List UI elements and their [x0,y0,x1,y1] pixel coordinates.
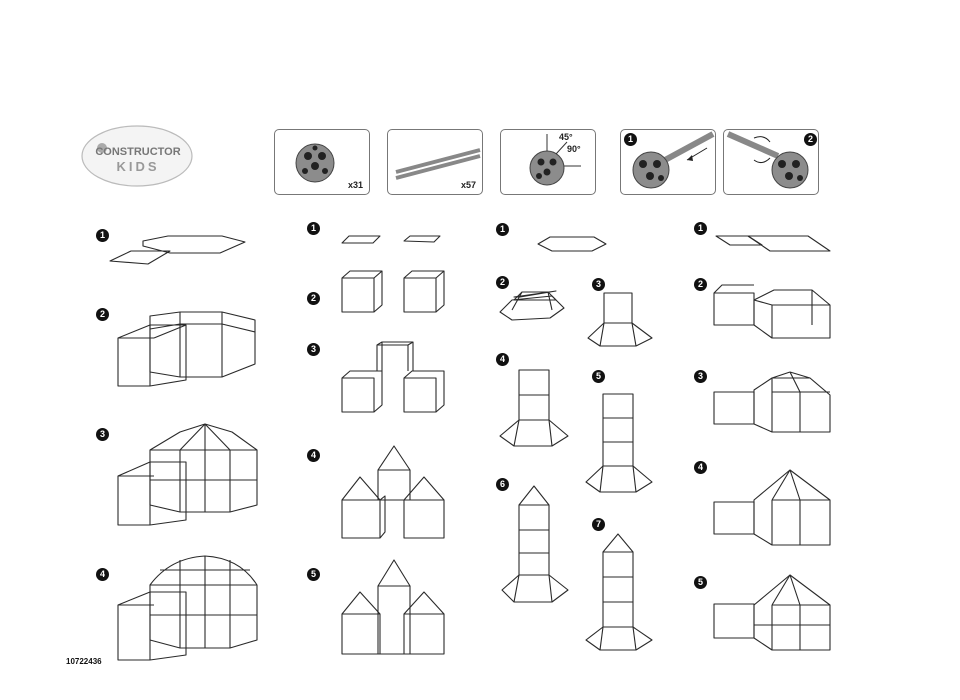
step-badge-c2: 4 [307,449,320,462]
c3-step2-figure [499,290,565,321]
panel-insert: 1 [620,129,716,195]
step-badge-c3: 3 [592,278,605,291]
c1-step3-figure [117,423,258,526]
c4-step3-figure [713,371,831,433]
step-badge-c3: 7 [592,518,605,531]
c3-step4-figure [499,369,569,447]
step-badge-c4: 3 [694,370,707,383]
step-badge-c2: 5 [307,568,320,581]
c4-step2-figure [713,284,831,339]
step-badge-c3: 4 [496,353,509,366]
rod-icon [395,148,481,180]
step-badge-c3: 2 [496,276,509,289]
step-badge-c4: 2 [694,278,707,291]
step-badge-c2: 1 [307,222,320,235]
angle-label-45: 45° [559,132,573,142]
step-badge-c4: 5 [694,576,707,589]
step-badge-c3: 6 [496,478,509,491]
c2-step5-figure [341,559,445,655]
insert-rod-icon [632,131,715,189]
step-badge-c1: 1 [96,229,109,242]
connector-count: x31 [347,180,363,190]
panel-connector: x31 [274,129,370,195]
step-badge-c3: 5 [592,370,605,383]
c1-step4-figure [117,555,258,661]
c3-step6-figure [501,485,569,603]
step-badge-c2: 3 [307,343,320,356]
c2-step1-figure [341,235,441,244]
panel-angles: 45° 90° [500,129,596,195]
remove-rod-icon [726,131,809,189]
c4-step5-figure [713,574,831,651]
c3-step3-figure [587,292,653,347]
logo-text-bottom: KIDS [116,159,159,174]
rod-count: x57 [460,180,476,190]
step-badge-c2: 2 [307,292,320,305]
panel-remove: 2 [723,129,819,195]
c4-step1-figure [715,235,831,252]
product-code: 10722436 [66,657,102,666]
brand-logo: CONSTRUCTOR KIDS [80,124,194,188]
logo-text-top: CONSTRUCTOR [95,146,180,158]
connector-ball-icon [295,143,335,183]
c3-step7-figure [585,533,653,651]
c2-step2-figure [341,270,445,313]
c1-step1-figure [109,235,246,265]
c2-step3-figure [341,341,445,413]
step-badge-c1: 4 [96,568,109,581]
c3-step1-figure [537,236,607,252]
panel-step-badge: 1 [624,133,637,146]
c2-step4-figure [341,445,445,539]
panel-step-badge: 2 [804,133,817,146]
c1-step2-figure [117,311,256,387]
c3-step5-figure [585,393,653,493]
step-badge-c1: 3 [96,428,109,441]
step-badge-c3: 1 [496,223,509,236]
angle-ball-icon [529,134,581,186]
step-badge-c1: 2 [96,308,109,321]
panel-rod: x57 [387,129,483,195]
angle-label-90: 90° [567,144,581,154]
step-badge-c4: 1 [694,222,707,235]
step-badge-c4: 4 [694,461,707,474]
c4-step4-figure [713,469,831,546]
